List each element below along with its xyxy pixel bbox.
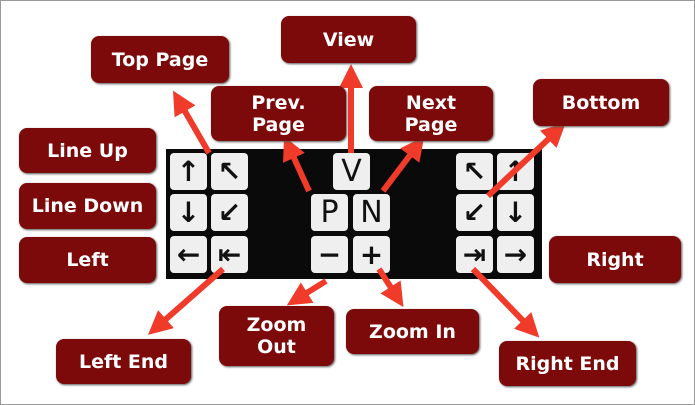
key-arrow-right: → <box>497 236 534 273</box>
key-arrow-down-left: ↙ <box>211 194 248 231</box>
arrow-zoom-in <box>376 267 404 308</box>
key-p: P <box>311 194 348 231</box>
key-v: V <box>333 153 370 190</box>
label-line-up: Line Up <box>19 128 156 173</box>
arrow-top-page <box>173 90 212 155</box>
label-prev-page: Prev. Page <box>211 86 346 141</box>
label-bottom: Bottom <box>533 79 669 126</box>
key-right-arrow-down: ↓ <box>497 194 534 231</box>
label-left-end: Left End <box>56 339 191 384</box>
key-n: N <box>353 194 390 231</box>
key-right-arrow-down-left: ↙ <box>456 194 493 231</box>
label-right-end: Right End <box>499 341 636 386</box>
label-line-down: Line Down <box>19 183 156 229</box>
key-plus: + <box>353 236 390 273</box>
label-right: Right <box>549 236 681 283</box>
key-minus: − <box>311 236 348 273</box>
label-view: View <box>281 16 416 63</box>
arrow-zoom-out <box>286 278 328 306</box>
key-left-end: ⇤ <box>211 236 248 273</box>
key-arrow-down: ↓ <box>170 194 207 231</box>
arrow-right-end <box>470 266 540 338</box>
label-zoom-in: Zoom In <box>346 309 479 354</box>
label-top-page: Top Page <box>91 36 229 83</box>
label-zoom-out: Zoom Out <box>219 306 334 366</box>
arrow-left-end <box>147 266 225 335</box>
arrow-bottom <box>485 122 566 199</box>
key-arrow-up: ↑ <box>170 153 207 190</box>
key-arrow-up-left: ↖ <box>211 153 248 190</box>
key-arrow-left: ← <box>170 236 207 273</box>
label-left: Left <box>19 237 156 283</box>
key-right-end: ⇥ <box>456 236 493 273</box>
arrow-next-page <box>380 136 425 193</box>
label-next-page: Next Page <box>369 86 493 141</box>
key-right-arrow-up-left: ↖ <box>456 153 493 190</box>
arrow-prev-page <box>283 136 312 193</box>
